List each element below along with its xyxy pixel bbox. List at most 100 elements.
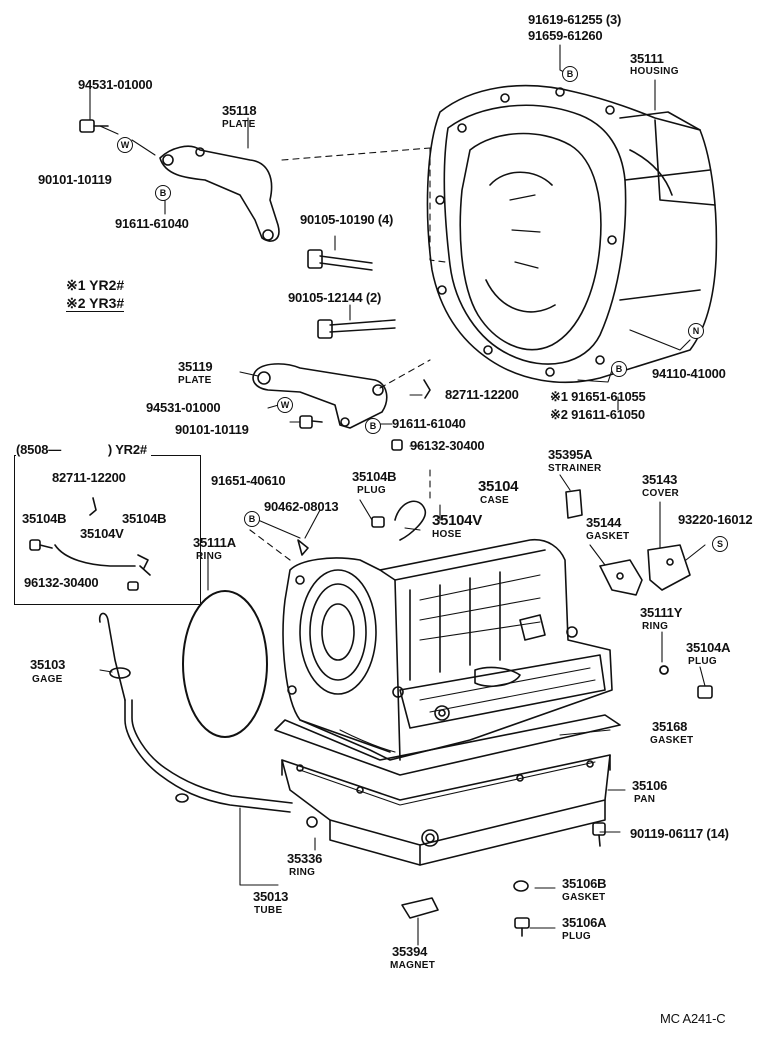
legend-row-1-text: YR2# — [89, 277, 125, 293]
label-91611-61040-top: 91611-61040 — [115, 216, 189, 231]
diagram-code: MC A241-C — [660, 1011, 726, 1026]
label-35106-pan: PAN — [634, 794, 656, 805]
marker-b-case: B — [244, 511, 260, 527]
label-35395a-strainer: STRAINER — [548, 463, 602, 474]
label-35336-ring: RING — [289, 867, 316, 878]
legend-row-1-mark: ※1 — [66, 277, 86, 293]
label-35144: 35144 — [586, 515, 622, 530]
label-35104-case: CASE — [480, 495, 509, 506]
legend-row-2-underlined: ※2 YR3# — [66, 295, 125, 312]
marker-b-right: B — [611, 361, 627, 377]
housing-drawing — [426, 84, 718, 384]
label-35119-plate: PLATE — [178, 375, 212, 386]
label-93220-16012: 93220-16012 — [678, 512, 753, 527]
label-35119: 35119 — [178, 359, 213, 374]
label-35104b-plug: PLUG — [357, 485, 386, 496]
label-96132-30400: 96132-30400 — [410, 438, 485, 453]
hose-drawing — [297, 379, 431, 556]
label-35395a: 35395A — [548, 447, 593, 462]
inset-label-35104b-left: 35104B — [22, 511, 67, 526]
label-35143: 35143 — [642, 472, 678, 487]
inset-header-left: (8508— — [16, 442, 62, 457]
legend-row-2: ※2 YR3# — [66, 295, 125, 312]
inset-label-35104b-right: 35104B — [122, 511, 167, 526]
pan-and-gasket-drawing — [274, 714, 621, 866]
label-35118: 35118 — [222, 103, 257, 118]
label-35394-magnet: MAGNET — [390, 960, 436, 971]
marker-b-housing: B — [562, 66, 578, 82]
label-35336: 35336 — [287, 851, 323, 866]
legend-row-1: ※1 YR2# — [66, 278, 124, 292]
label-35106b-gasket: GASKET — [562, 892, 606, 903]
bolts-drawing — [79, 119, 713, 937]
inset-label-35104v: 35104V — [80, 526, 124, 541]
label-35168: 35168 — [652, 719, 688, 734]
legend-row-2-mark: ※2 — [66, 295, 86, 311]
label-35111y-ring: RING — [642, 621, 669, 632]
label-35106a: 35106A — [562, 915, 607, 930]
marker-b-35119: B — [365, 418, 381, 434]
label-91611-61050: 91611-61050 — [571, 407, 645, 422]
strainer-cover-drawing — [565, 489, 691, 596]
inset-header-right: ) YR2# — [107, 442, 147, 457]
label-91611-61050-row: ※2 91611-61050 — [550, 408, 645, 421]
label-35106b: 35106B — [562, 876, 607, 891]
marker-s: S — [712, 536, 728, 552]
label-91651-61055-mark: ※1 — [550, 389, 568, 404]
label-82711-12200: 82711-12200 — [445, 387, 519, 402]
label-35144-gasket: GASKET — [586, 531, 630, 542]
inset-label-96132-30400: 96132-30400 — [24, 575, 99, 590]
inset-label-82711-12200: 82711-12200 — [52, 470, 126, 485]
label-35013-tube: TUBE — [254, 905, 283, 916]
label-90462-08013: 90462-08013 — [264, 499, 339, 514]
label-35111: 35111 — [630, 51, 664, 66]
label-housing: HOUSING — [630, 66, 679, 77]
label-35103-gage: GAGE — [32, 674, 63, 685]
label-35013: 35013 — [253, 889, 289, 904]
leader-lines — [89, 44, 706, 946]
plate-35118-drawing — [159, 145, 280, 242]
label-91659-61260: 91659-61260 — [528, 28, 603, 43]
label-90105-10190: 90105-10190 (4) — [300, 212, 394, 227]
label-90119-06117: 90119-06117 (14) — [630, 826, 729, 841]
label-35103: 35103 — [30, 657, 66, 672]
label-94531-01000-top: 94531-01000 — [78, 77, 153, 92]
ring-35111a-drawing — [182, 590, 268, 738]
label-91651-61055: 91651-61055 — [571, 389, 646, 404]
label-94531-01000-mid: 94531-01000 — [146, 400, 221, 415]
inset-illustration — [29, 497, 151, 591]
label-91651-40610: 91651-40610 — [211, 473, 286, 488]
label-35111a-ring: RING — [196, 551, 223, 562]
label-35143-cover: COVER — [642, 488, 680, 499]
label-35104b: 35104B — [352, 469, 397, 484]
legend-row-2-text: YR3# — [89, 295, 125, 311]
label-35118-plate: PLATE — [222, 119, 256, 130]
marker-w-mid: W — [277, 397, 293, 413]
label-90101-10119-mid: 90101-10119 — [175, 422, 249, 437]
marker-b-plate: B — [155, 185, 171, 201]
label-35394: 35394 — [392, 944, 428, 959]
label-90101-10119-top: 90101-10119 — [38, 172, 112, 187]
transmission-case-drawing — [282, 538, 613, 761]
label-35104a-plug: PLUG — [688, 656, 717, 667]
label-35104v: 35104V — [432, 512, 482, 529]
dipstick-and-tube-drawing — [98, 612, 318, 828]
label-35106a-plug: PLUG — [562, 931, 591, 942]
marker-n: N — [688, 323, 704, 339]
label-94110-41000: 94110-41000 — [652, 366, 726, 381]
label-35111a: 35111A — [193, 535, 236, 550]
label-35104: 35104 — [478, 478, 519, 495]
label-35104a: 35104A — [686, 640, 731, 655]
label-35106: 35106 — [632, 778, 668, 793]
marker-w-top: W — [117, 137, 133, 153]
small-parts-drawing — [401, 665, 669, 919]
inset-header: (8508— ) YR2# — [16, 443, 151, 456]
label-35168-gasket: GASKET — [650, 735, 694, 746]
label-91611-61040-mid: 91611-61040 — [392, 416, 466, 431]
label-90105-12144: 90105-12144 (2) — [288, 290, 382, 305]
label-35111y: 35111Y — [640, 605, 683, 620]
label-91651-61055-row: ※1 91651-61055 — [550, 390, 646, 403]
plate-35119-drawing — [252, 363, 388, 429]
